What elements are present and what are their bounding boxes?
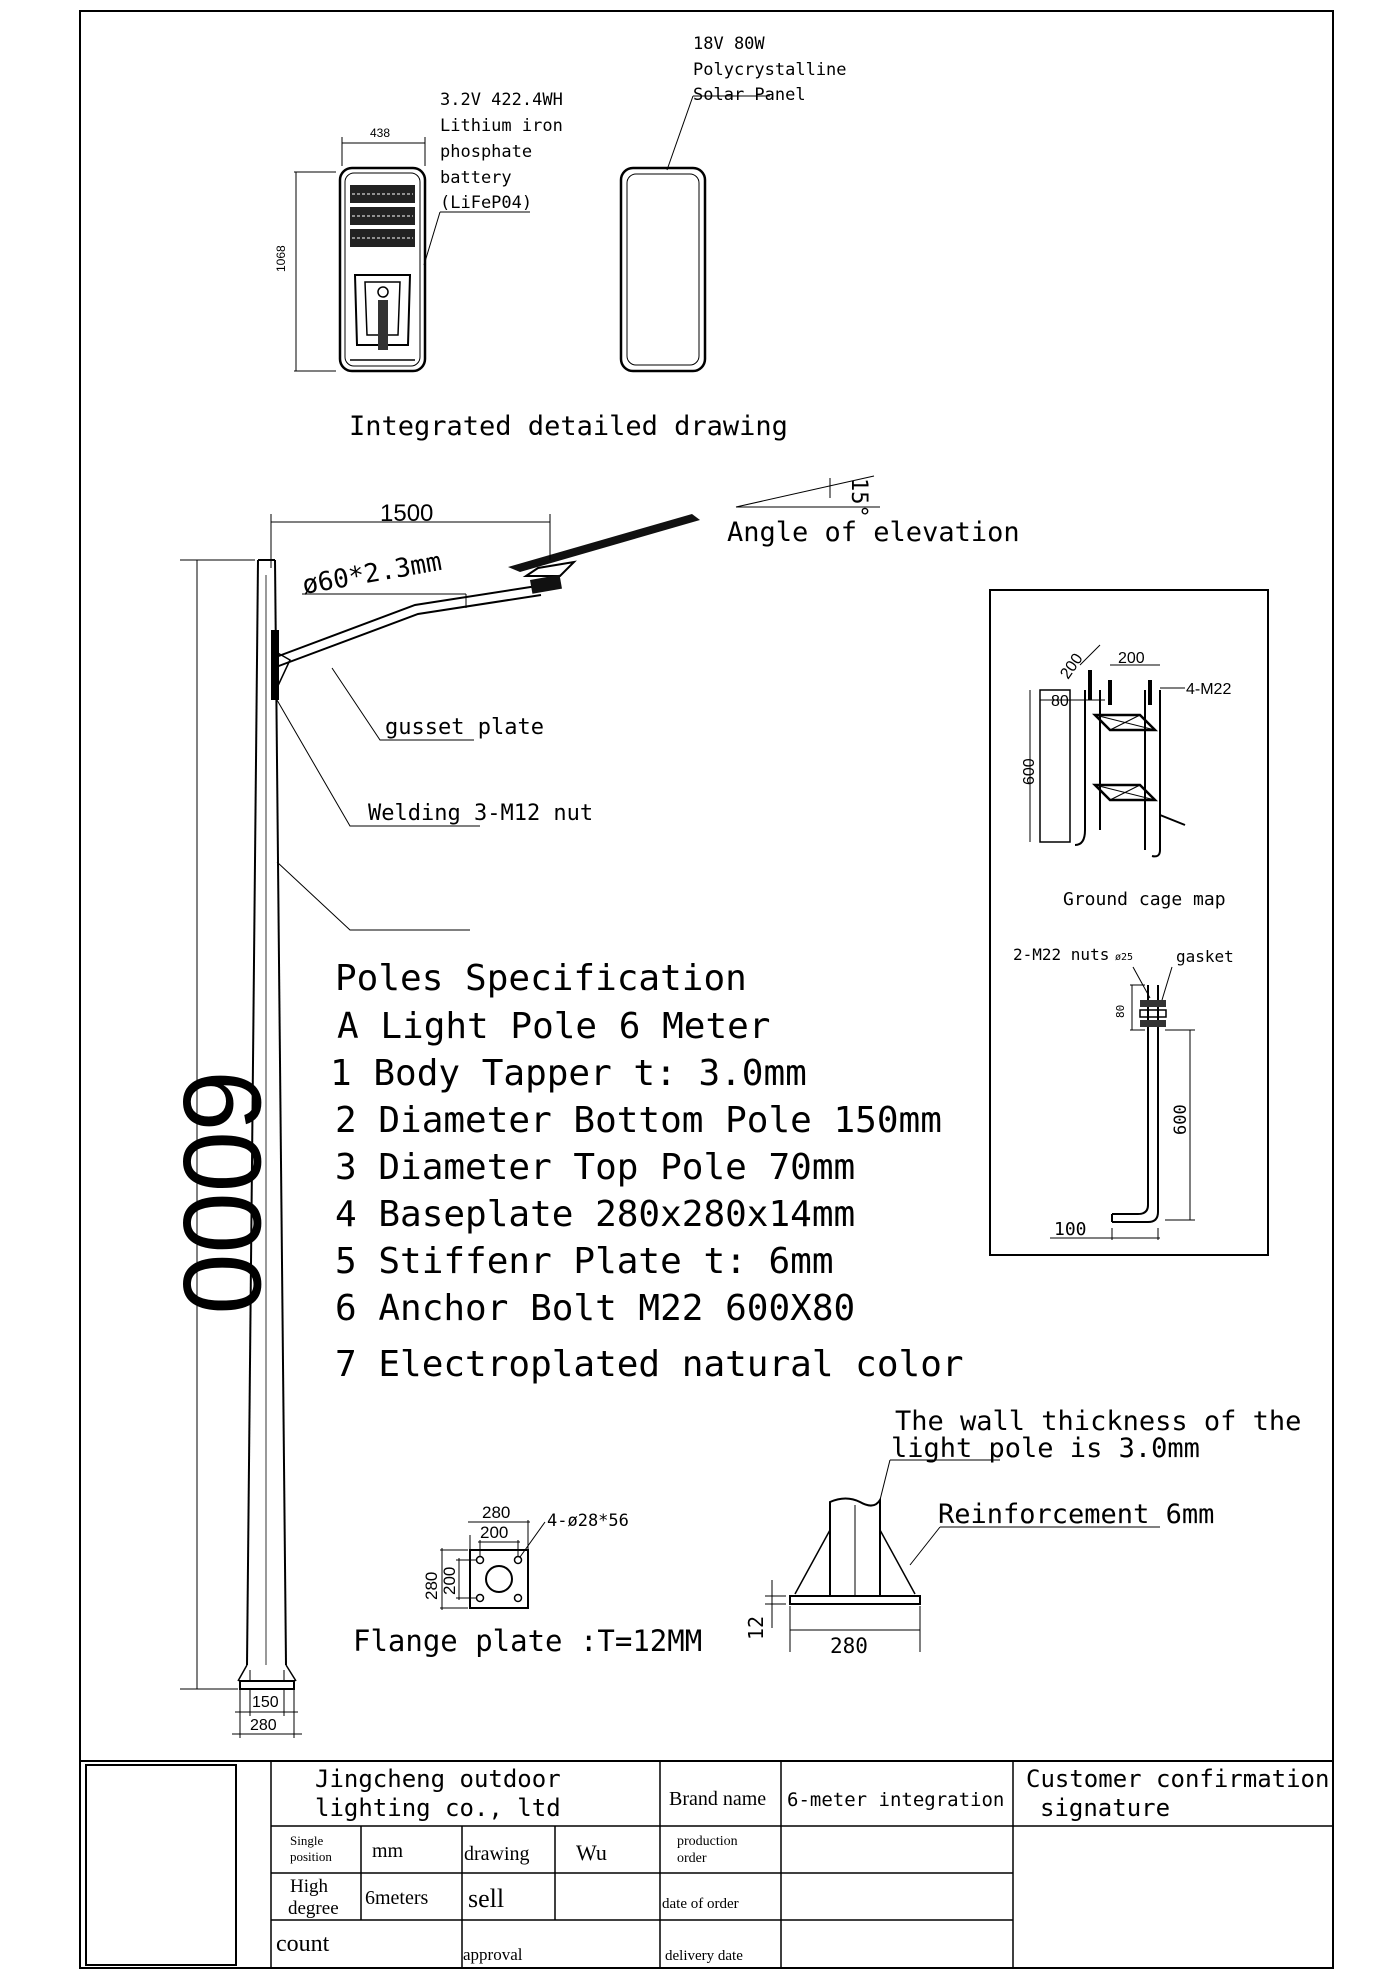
- cage-dim-side-top: 200: [1057, 651, 1086, 683]
- spec-title: Poles Specification: [335, 958, 747, 999]
- arm-length-dim: 1500: [380, 500, 433, 527]
- base-detail-drawing: [765, 1459, 1160, 1652]
- cage-bolts-label: 4-M22: [1186, 681, 1231, 698]
- battery-note: 3.2V 422.4WH Lithium iron phosphate batt…: [440, 90, 563, 213]
- high-degree-label: degree: [288, 1898, 339, 1919]
- arm-angle-label: Angle of elevation: [727, 517, 1020, 548]
- single-position-label: Single: [290, 1833, 323, 1848]
- customer-confirmation-line: Customer confirmation: [1026, 1765, 1329, 1793]
- nut-label: Welding 3-M12 nut: [368, 801, 593, 826]
- module-caption: Integrated detailed drawing: [349, 411, 788, 442]
- battery-note-line: Lithium iron: [440, 116, 563, 136]
- ground-cage-drawing: [1029, 644, 1186, 858]
- flange-caption: Flange plate :T=12MM: [353, 1624, 702, 1658]
- bolt-nuts-label: 2-M22 nuts: [1013, 945, 1109, 964]
- cage-dim-top: 200: [1118, 650, 1145, 667]
- unit-value: mm: [372, 1840, 404, 1862]
- spec-item: 6 Anchor Bolt M22 600X80: [335, 1288, 855, 1329]
- brand-value: 6-meter integration: [787, 1789, 1004, 1811]
- cage-dim-600: 600: [1021, 758, 1038, 785]
- sheet-border: [79, 10, 1334, 1969]
- customer-confirmation-line: signature: [1040, 1794, 1170, 1822]
- single-position-label: position: [290, 1849, 332, 1864]
- spec-item: 5 Stiffenr Plate t: 6mm: [335, 1241, 834, 1282]
- production-order-label: order: [677, 1851, 707, 1866]
- flange-dim-inner-v: 200: [440, 1567, 459, 1595]
- base-dim-width: 280: [830, 1634, 868, 1658]
- bolt-dim-600: 600: [1171, 1104, 1191, 1135]
- flange-dim-inner: 200: [480, 1523, 508, 1542]
- battery-note-line: 3.2V 422.4WH: [440, 90, 563, 110]
- spec-item: 3 Diameter Top Pole 70mm: [335, 1147, 855, 1188]
- arm-pipe-label: ø60*2.3mm: [300, 547, 444, 601]
- panel-note: 18V 80W Polycrystalline Solar Panel: [693, 34, 847, 105]
- spec-item: 7 Electroplated natural color: [335, 1344, 964, 1385]
- battery-note-line: (LiFeP04): [440, 193, 532, 213]
- pole-height-dim: 6000: [160, 1070, 283, 1315]
- flange-plate-drawing: [440, 1520, 546, 1610]
- bolt-gasket-label: gasket: [1176, 947, 1234, 966]
- spec-item: 4 Baseplate 280x280x14mm: [335, 1194, 855, 1235]
- panel-note-line: Polycrystalline: [693, 60, 847, 80]
- battery-note-line: battery: [440, 168, 512, 188]
- company-name-line: Jingcheng outdoor: [315, 1765, 561, 1793]
- ground-cage-box: [989, 589, 1269, 1256]
- module-width-dim: 438: [370, 126, 390, 140]
- date-of-order-label: date of order: [662, 1896, 739, 1912]
- spec-subtitle: A Light Pole 6 Meter: [337, 1006, 770, 1047]
- panel-note-line: Solar Panel: [693, 85, 806, 105]
- title-block: [80, 1760, 1333, 1968]
- drawer-name: Wu: [576, 1840, 607, 1865]
- bolt-nut-dia: ø25: [1115, 952, 1133, 963]
- spec-item: 1 Body Tapper t: 3.0mm: [330, 1053, 807, 1094]
- flange-dim-outer: 280: [482, 1503, 510, 1522]
- gusset-label: gusset plate: [385, 715, 544, 740]
- drawing-label: drawing: [464, 1843, 530, 1865]
- delivery-date-label: delivery date: [665, 1948, 743, 1964]
- bolt-dim-80: 80: [1114, 1005, 1127, 1018]
- high-degree-label: High: [290, 1876, 329, 1897]
- pole-specification: Poles Specification A Light Pole 6 Meter…: [330, 958, 964, 1385]
- bolt-dim-100: 100: [1054, 1219, 1087, 1240]
- approval-label: approval: [463, 1945, 523, 1964]
- base-dim-thickness: 12: [744, 1616, 768, 1640]
- module-height-dim: 1068: [274, 245, 288, 272]
- base-inner-dim: 150: [252, 1694, 279, 1711]
- flange-dim-outer-v: 280: [422, 1572, 441, 1600]
- count-label: count: [276, 1931, 330, 1957]
- cage-caption: Ground cage map: [1063, 889, 1226, 910]
- panel-note-line: 18V 80W: [693, 34, 765, 54]
- arm-angle-value: 15°: [846, 478, 871, 518]
- base-outer-dim: 280: [250, 1717, 277, 1734]
- spec-item: 2 Diameter Bottom Pole 150mm: [335, 1100, 942, 1141]
- wall-note-line: light pole is 3.0mm: [891, 1433, 1200, 1464]
- wall-note-line: The wall thickness of the: [895, 1406, 1301, 1437]
- anchor-bolt-drawing: [1050, 966, 1195, 1240]
- lamp-module-drawing: [294, 137, 530, 373]
- solar-panel-drawing: [619, 95, 770, 373]
- flange-holes-label: 4-ø28*56: [547, 1511, 629, 1531]
- company-name-line: lighting co., ltd: [315, 1794, 561, 1822]
- pole-drawing: [180, 475, 880, 1738]
- reinforcement-label: Reinforcement 6mm: [938, 1499, 1214, 1530]
- sell-label: sell: [468, 1884, 504, 1913]
- brand-label: Brand name: [669, 1788, 766, 1810]
- height-value: 6meters: [365, 1887, 429, 1909]
- cage-dim-80: 80: [1051, 693, 1069, 710]
- battery-note-line: phosphate: [440, 142, 532, 162]
- production-order-label: production: [677, 1834, 738, 1849]
